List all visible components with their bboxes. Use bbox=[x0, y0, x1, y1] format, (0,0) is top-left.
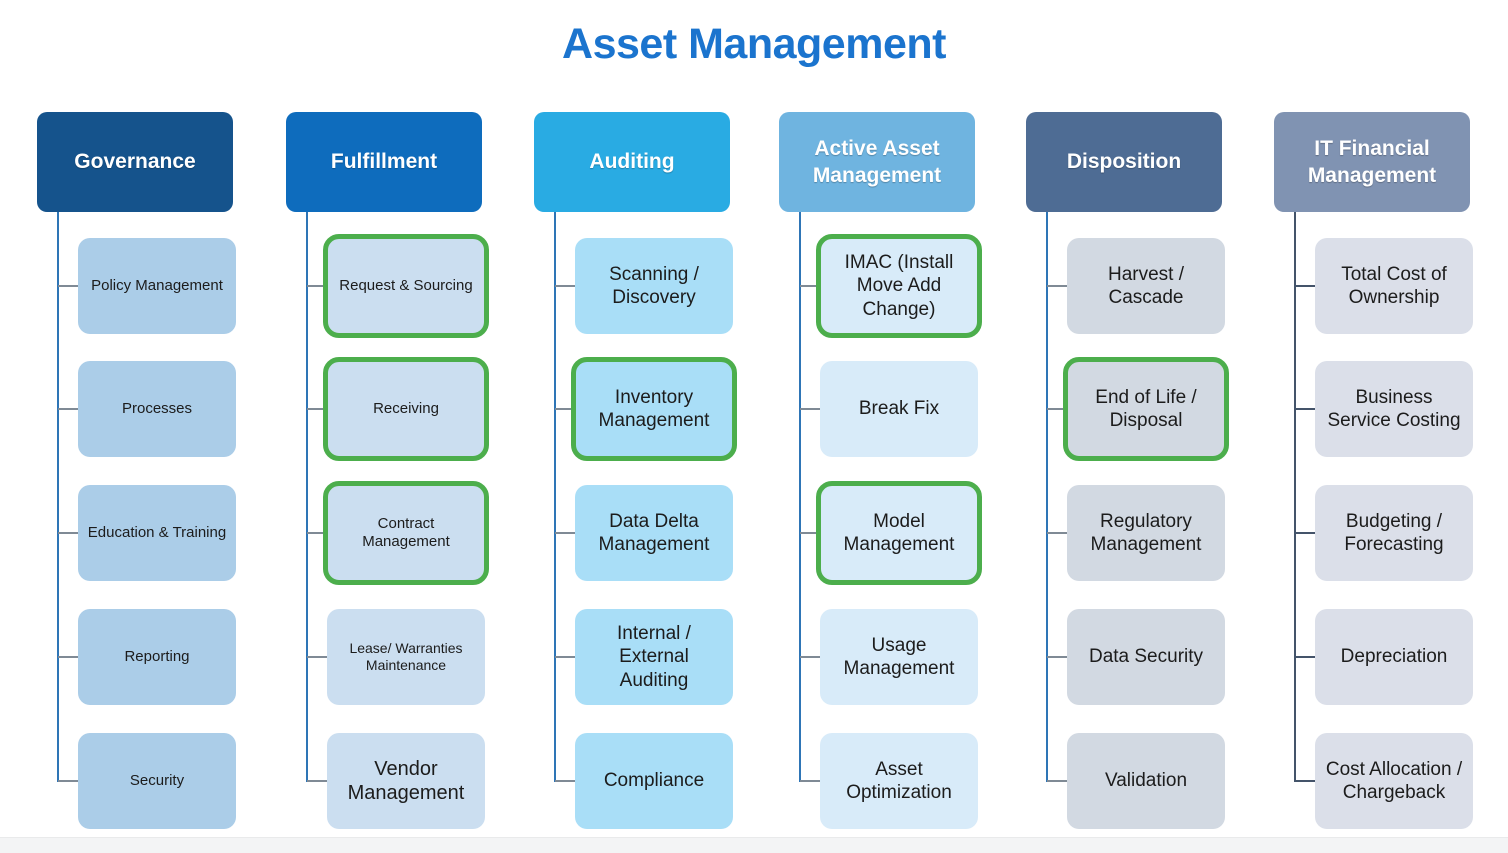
diagram-node: Regulatory Management bbox=[1067, 485, 1225, 581]
connector-stub bbox=[800, 656, 820, 658]
connector-line bbox=[799, 212, 801, 782]
diagram-node: Usage Management bbox=[820, 609, 978, 705]
connector-stub bbox=[1295, 408, 1315, 410]
diagram-node: Policy Management bbox=[78, 238, 236, 334]
connector-stub bbox=[1047, 656, 1067, 658]
connector-line bbox=[554, 212, 556, 782]
connector-stub bbox=[800, 408, 820, 410]
diagram-node: Business Service Costing bbox=[1315, 361, 1473, 457]
connector-stub bbox=[555, 780, 575, 782]
column-header-governance: Governance bbox=[37, 112, 233, 212]
page-title: Asset Management bbox=[562, 20, 946, 68]
column-active-asset-management: Active Asset Management IMAC (Install Mo… bbox=[779, 112, 982, 832]
column-header-fulfillment: Fulfillment bbox=[286, 112, 482, 212]
diagram-node: Request & Sourcing bbox=[323, 234, 489, 338]
diagram-node: Break Fix bbox=[820, 361, 978, 457]
diagram-node: Receiving bbox=[323, 357, 489, 461]
column-header-disposition: Disposition bbox=[1026, 112, 1222, 212]
column-header-it-financial-management: IT Financial Management bbox=[1274, 112, 1470, 212]
diagram-node: Cost Allocation / Chargeback bbox=[1315, 733, 1473, 829]
diagram-node: Education & Training bbox=[78, 485, 236, 581]
connector-stub bbox=[58, 780, 78, 782]
diagram-node: Asset Optimization bbox=[820, 733, 978, 829]
diagram-node: Internal / External Auditing bbox=[575, 609, 733, 705]
connector-stub bbox=[1047, 532, 1067, 534]
column-disposition: Disposition Harvest / Cascade End of Lif… bbox=[1026, 112, 1229, 832]
diagram-node: Security bbox=[78, 733, 236, 829]
column-header-active-asset-management: Active Asset Management bbox=[779, 112, 975, 212]
diagram-node: Harvest / Cascade bbox=[1067, 238, 1225, 334]
connector-line bbox=[57, 212, 59, 782]
connector-stub bbox=[1295, 285, 1315, 287]
diagram-node: Processes bbox=[78, 361, 236, 457]
connector-stub bbox=[307, 285, 327, 287]
connector-stub bbox=[58, 285, 78, 287]
connector-stub bbox=[1047, 408, 1067, 410]
connector-stub bbox=[58, 656, 78, 658]
connector-stub bbox=[1047, 780, 1067, 782]
diagram-node: Vendor Management bbox=[327, 733, 485, 829]
diagram-node: IMAC (Install Move Add Change) bbox=[816, 234, 982, 338]
diagram-node: Reporting bbox=[78, 609, 236, 705]
connector-stub bbox=[1295, 780, 1315, 782]
diagram-node: Depreciation bbox=[1315, 609, 1473, 705]
diagram-node: Validation bbox=[1067, 733, 1225, 829]
diagram-node: Scanning / Discovery bbox=[575, 238, 733, 334]
connector-stub bbox=[1047, 285, 1067, 287]
column-fulfillment: Fulfillment Request & Sourcing Receiving… bbox=[286, 112, 489, 832]
diagram-node: Compliance bbox=[575, 733, 733, 829]
column-governance: Governance Policy Management Processes E… bbox=[37, 112, 236, 832]
bottom-strip bbox=[0, 837, 1508, 853]
connector-stub bbox=[555, 285, 575, 287]
connector-stub bbox=[307, 408, 327, 410]
diagram-node: Contract Management bbox=[323, 481, 489, 585]
connector-stub bbox=[1295, 532, 1315, 534]
connector-stub bbox=[800, 285, 820, 287]
connector-stub bbox=[1295, 656, 1315, 658]
column-header-auditing: Auditing bbox=[534, 112, 730, 212]
connector-stub bbox=[58, 532, 78, 534]
diagram-node: Budgeting / Forecasting bbox=[1315, 485, 1473, 581]
diagram-node: Data Security bbox=[1067, 609, 1225, 705]
connector-stub bbox=[800, 532, 820, 534]
column-it-financial-management: IT Financial Management Total Cost of Ow… bbox=[1274, 112, 1473, 832]
diagram-node: Inventory Management bbox=[571, 357, 737, 461]
connector-stub bbox=[307, 656, 327, 658]
diagram-node: Lease/ Warranties Maintenance bbox=[327, 609, 485, 705]
connector-line bbox=[1294, 212, 1296, 782]
connector-stub bbox=[307, 532, 327, 534]
diagram-node: Total Cost of Ownership bbox=[1315, 238, 1473, 334]
connector-stub bbox=[58, 408, 78, 410]
diagram-node: Data Delta Management bbox=[575, 485, 733, 581]
connector-stub bbox=[800, 780, 820, 782]
connector-line bbox=[306, 212, 308, 782]
connector-line bbox=[1046, 212, 1048, 782]
diagram-node: Model Management bbox=[816, 481, 982, 585]
diagram-node: End of Life / Disposal bbox=[1063, 357, 1229, 461]
connector-stub bbox=[555, 656, 575, 658]
column-auditing: Auditing Scanning / Discovery Inventory … bbox=[534, 112, 737, 832]
connector-stub bbox=[307, 780, 327, 782]
connector-stub bbox=[555, 532, 575, 534]
connector-stub bbox=[555, 408, 575, 410]
